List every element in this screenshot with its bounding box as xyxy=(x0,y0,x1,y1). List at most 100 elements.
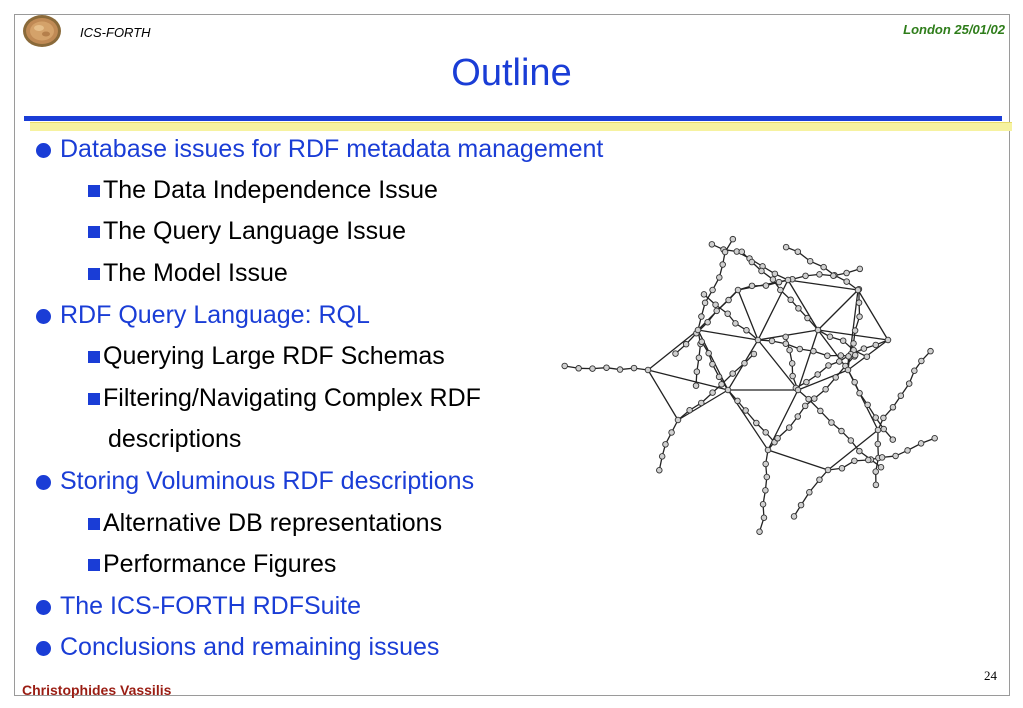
graph-edge xyxy=(787,279,859,291)
graph-node xyxy=(816,271,823,278)
graph-node xyxy=(709,286,716,294)
graph-node xyxy=(864,401,871,409)
graph-node xyxy=(656,466,663,474)
outline-subitem-text: Querying Large RDF Schemas xyxy=(103,342,445,370)
graph-node xyxy=(878,454,886,461)
graph-node xyxy=(709,360,716,368)
outline-item: The ICS-FORTH RDFSuite xyxy=(36,591,361,621)
graph-node xyxy=(692,382,700,389)
graph-node xyxy=(785,424,793,431)
graph-node xyxy=(753,419,760,427)
outline-item-text: The ICS-FORTH RDFSuite xyxy=(60,592,361,620)
graph-node xyxy=(847,437,855,444)
graph-node xyxy=(837,352,845,359)
graph-node xyxy=(844,366,852,374)
title-divider-shadow xyxy=(30,122,1012,131)
graph-node xyxy=(715,373,723,381)
graph-node xyxy=(839,337,847,344)
graph-node xyxy=(743,327,750,334)
graph-edge xyxy=(787,279,819,331)
outline-item: Conclusions and remaining issues xyxy=(36,632,439,662)
graph-node xyxy=(822,386,829,393)
graph-node xyxy=(931,434,938,442)
graph-node xyxy=(787,296,794,304)
outline-item: Database issues for RDF metadata managem… xyxy=(36,134,603,164)
graph-node xyxy=(782,333,789,341)
graph-node xyxy=(760,514,768,521)
graph-node xyxy=(762,429,769,436)
graph-node xyxy=(905,380,913,387)
graph-edge xyxy=(737,289,759,341)
graph-node xyxy=(775,278,783,286)
rdf-graph-illustration xyxy=(561,235,938,535)
outline-subitem: The Model Issue xyxy=(88,258,288,288)
graph-node xyxy=(698,399,705,407)
graph-edge xyxy=(817,289,859,331)
graph-node xyxy=(872,414,879,421)
round-bullet-icon xyxy=(36,475,51,490)
graph-node xyxy=(794,413,802,420)
graph-node xyxy=(872,481,880,489)
graph-node xyxy=(672,350,679,357)
graph-node xyxy=(801,402,809,410)
graph-node xyxy=(850,340,857,347)
graph-edge xyxy=(757,279,789,341)
graph-node xyxy=(806,257,814,265)
slide-title: Outline xyxy=(451,52,572,94)
graph-node xyxy=(693,368,701,375)
graph-node xyxy=(817,407,824,415)
graph-node xyxy=(741,360,748,367)
graph-node xyxy=(788,360,796,367)
graph-node xyxy=(603,364,610,371)
round-bullet-icon xyxy=(36,143,51,158)
graph-node xyxy=(756,528,763,535)
outline-subitem-text: Performance Figures xyxy=(103,550,337,578)
graph-node xyxy=(806,489,813,496)
graph-node xyxy=(724,386,732,394)
outline-item: Storing Voluminous RDF descriptions xyxy=(36,466,474,496)
square-bullet-icon xyxy=(88,268,100,280)
graph-node xyxy=(816,476,823,483)
graph-node xyxy=(843,269,850,277)
outline-subitem-text: The Model Issue xyxy=(103,259,288,287)
graph-node xyxy=(889,436,897,443)
outline-item-text: Storing Voluminous RDF descriptions xyxy=(60,467,475,495)
graph-node xyxy=(856,447,863,455)
graph-node xyxy=(762,282,770,289)
outline-item: RDF Query Language: RQL xyxy=(36,300,370,330)
outline-subitem-text: descriptions xyxy=(108,425,242,453)
graph-node xyxy=(843,278,850,285)
graph-node xyxy=(709,389,716,396)
graph-node xyxy=(734,397,741,405)
graph-node xyxy=(721,248,729,256)
graph-node xyxy=(884,336,892,344)
graph-node xyxy=(777,286,784,294)
square-bullet-icon xyxy=(88,393,100,405)
graph-node xyxy=(872,341,879,349)
outline-subitem-text: The Query Language Issue xyxy=(103,217,406,245)
graph-node xyxy=(863,353,871,360)
square-bullet-icon xyxy=(88,518,100,530)
forth-logo-icon xyxy=(23,15,61,47)
graph-node xyxy=(782,340,790,347)
graph-node xyxy=(734,286,742,294)
graph-node xyxy=(729,370,736,377)
slide-frame xyxy=(14,14,1010,696)
graph-node xyxy=(918,357,925,365)
page-number: 24 xyxy=(984,668,997,683)
graph-node xyxy=(794,386,802,394)
graph-node xyxy=(748,282,756,290)
graph-node xyxy=(695,354,703,362)
graph-edge xyxy=(647,369,729,391)
graph-node xyxy=(917,440,925,447)
graph-node xyxy=(851,351,859,359)
graph-node xyxy=(782,243,790,251)
graph-node xyxy=(616,366,624,373)
graph-node xyxy=(658,453,666,460)
graph-node xyxy=(830,272,837,280)
square-bullet-icon xyxy=(88,185,100,197)
graph-node xyxy=(644,366,652,374)
graph-edge xyxy=(757,339,799,391)
graph-node xyxy=(738,248,746,256)
graph-node xyxy=(851,378,858,386)
